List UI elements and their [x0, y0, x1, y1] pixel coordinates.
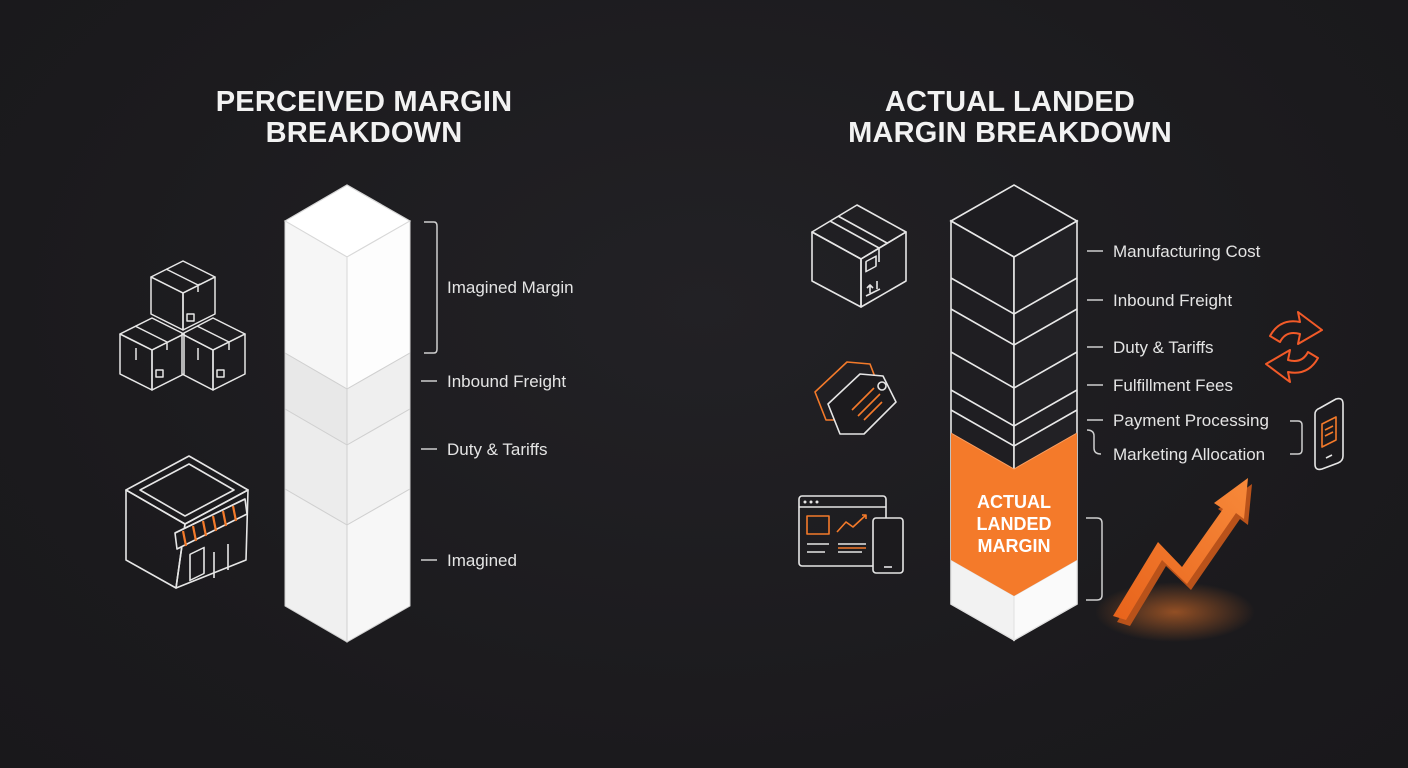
payment-marketing-right-bracket — [1290, 420, 1303, 455]
marketing-allocation-bracket — [1086, 429, 1102, 455]
trend-up-arrow-icon — [1095, 478, 1255, 642]
actual-margin-column — [949, 184, 1079, 642]
actual-landed-margin-block — [951, 433, 1077, 596]
perceived-title-line2: BREAKDOWN — [265, 117, 463, 149]
perceived-inbound-freight-label: Inbound Freight — [447, 372, 566, 391]
imagined-label: Imagined — [447, 551, 517, 570]
actual-inbound-freight-label: Inbound Freight — [1113, 291, 1232, 310]
actual-margin-bracket — [1086, 517, 1103, 601]
actual-leader-lines — [1087, 250, 1103, 421]
fulfillment-fees-label: Fulfillment Fees — [1113, 376, 1233, 395]
stacked-boxes-icon — [119, 260, 246, 391]
perceived-margin-title: PERCEIVED MARGIN BREAKDOWN — [214, 87, 514, 149]
marketing-allocation-label: Marketing Allocation — [1113, 445, 1265, 464]
manufacturing-cost-label: Manufacturing Cost — [1113, 242, 1261, 261]
actual-block-line3: MARGIN — [978, 536, 1051, 556]
actual-block-line2: LANDED — [977, 514, 1052, 534]
imagined-margin-bracket — [424, 221, 438, 354]
actual-segment-dividers — [950, 277, 1078, 447]
actual-title-line2: MARGIN BREAKDOWN — [848, 117, 1172, 149]
payment-processing-label: Payment Processing — [1113, 411, 1269, 430]
actual-title-line1: ACTUAL LANDED — [884, 86, 1136, 118]
refresh-arrows-icon — [1265, 311, 1323, 383]
actual-duty-tariffs-label: Duty & Tariffs — [1113, 338, 1213, 357]
perceived-imagined-right-face — [346, 488, 411, 643]
package-icon — [811, 204, 907, 308]
perceived-margin-column — [283, 184, 412, 643]
actual-margin-top-edge — [950, 432, 1078, 470]
perceived-title-line1: PERCEIVED MARGIN — [215, 86, 513, 118]
storefront-icon — [125, 455, 249, 589]
mobile-phone-icon — [1314, 397, 1344, 471]
imagined-margin-label: Imagined Margin — [447, 278, 574, 297]
actual-margin-title: ACTUAL LANDED MARGIN BREAKDOWN — [830, 87, 1190, 149]
analytics-dashboard-icon — [798, 495, 904, 574]
price-tag-icon — [814, 361, 897, 435]
perceived-duty-tariffs-label: Duty & Tariffs — [447, 440, 547, 459]
actual-block-line1: ACTUAL — [977, 492, 1051, 512]
